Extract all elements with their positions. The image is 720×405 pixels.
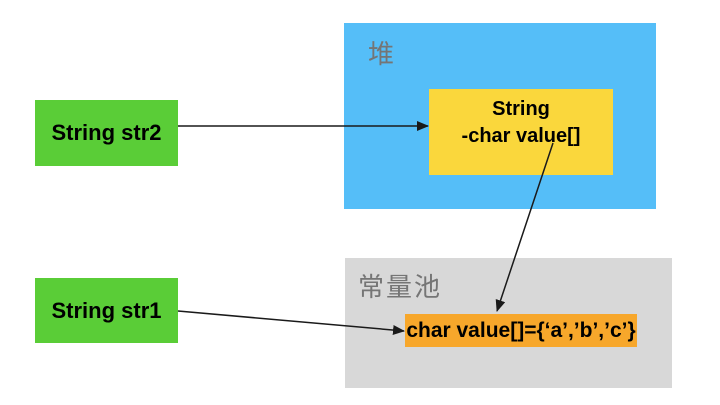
- constant-pool-region-label: 常量池: [358, 272, 443, 302]
- char-array-literal-node: char value[]={‘a’,’b’,’c’}: [405, 314, 637, 347]
- str2-reference-label: String str2: [51, 120, 162, 145]
- str2-reference-node: String str2: [35, 100, 178, 166]
- char-array-literal-label: char value[]={‘a’,’b’,’c’}: [406, 319, 636, 342]
- string-object-field: -char value[]: [461, 125, 581, 147]
- string-object-title: String: [492, 98, 550, 120]
- str1-reference-label: String str1: [51, 297, 162, 323]
- string-object-node: String -char value[]: [429, 89, 613, 175]
- str1-reference-node: String str1: [35, 278, 178, 343]
- heap-region-label: 堆: [368, 39, 397, 69]
